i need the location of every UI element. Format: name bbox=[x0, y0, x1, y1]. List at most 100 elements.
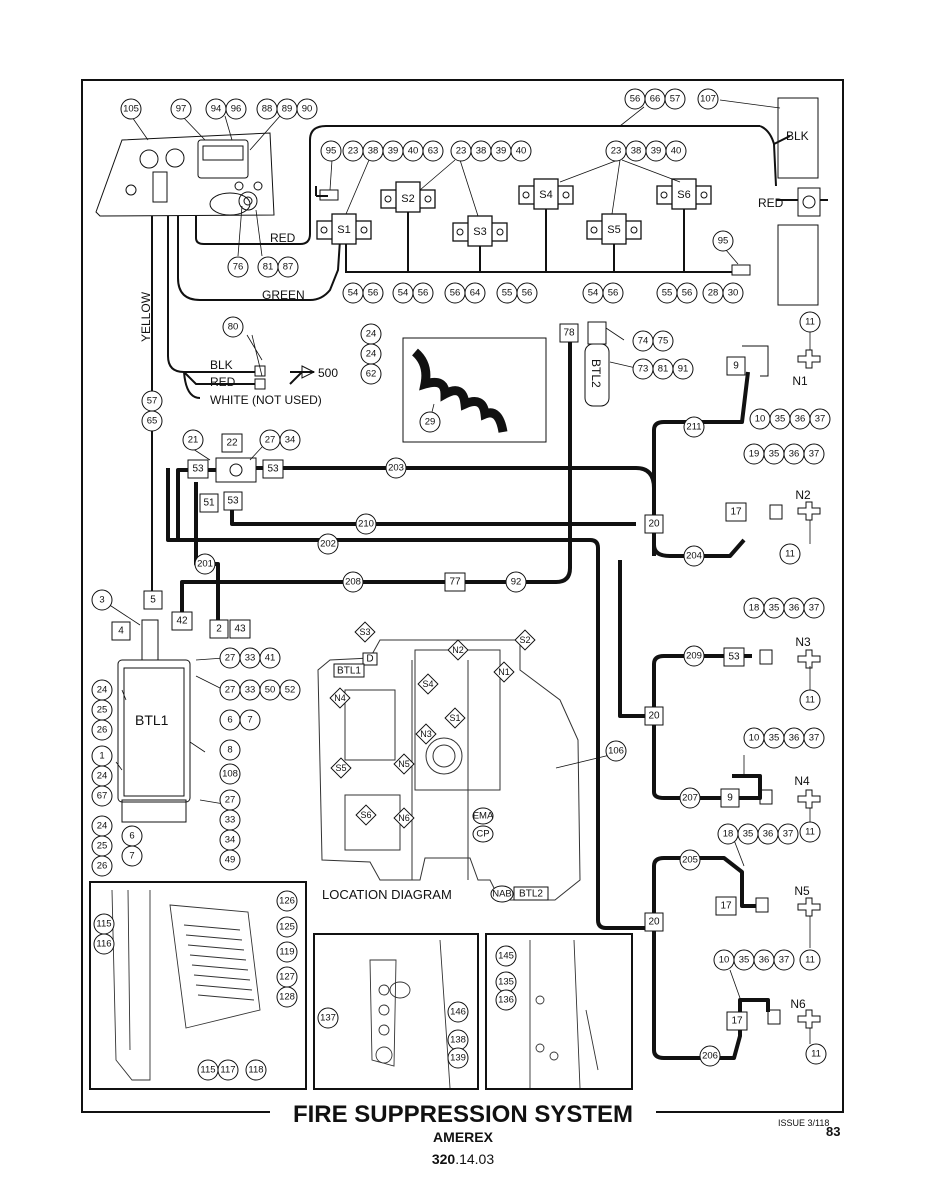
red-wire bbox=[195, 125, 760, 245]
location-diagram-title: LOCATION DIAGRAM bbox=[322, 887, 452, 902]
svg-text:95: 95 bbox=[326, 146, 337, 157]
callout-209: 209 bbox=[683, 645, 705, 667]
svg-text:205: 205 bbox=[682, 855, 698, 866]
loc-ema: EMA bbox=[473, 811, 494, 822]
nozzle-n4-label: N4 bbox=[794, 774, 810, 788]
svg-text:38: 38 bbox=[631, 146, 642, 157]
callout-63: 63 bbox=[422, 140, 444, 162]
callout-115a: 115 bbox=[93, 913, 115, 935]
svg-text:23: 23 bbox=[611, 146, 622, 157]
callout-80: 80 bbox=[222, 316, 244, 338]
callout-54a: 54 bbox=[342, 282, 364, 304]
svg-text:119: 119 bbox=[279, 947, 294, 958]
box-17b: 17 bbox=[720, 901, 732, 912]
callout-11b: 11 bbox=[779, 543, 801, 565]
hose-206 bbox=[652, 928, 770, 1060]
callout-25a: 25 bbox=[91, 699, 113, 721]
hose-209 bbox=[618, 560, 752, 718]
callout-62: 62 bbox=[360, 363, 382, 385]
svg-text:206: 206 bbox=[702, 1051, 718, 1062]
svg-text:11: 11 bbox=[805, 955, 815, 966]
svg-text:27: 27 bbox=[265, 435, 276, 446]
callout-96: 96 bbox=[225, 98, 247, 120]
callout-89: 89 bbox=[276, 98, 298, 120]
nozzle-hose-inset bbox=[402, 337, 547, 443]
switch-s6-label: S6 bbox=[677, 189, 690, 201]
callout-202: 202 bbox=[317, 533, 339, 555]
leader-lines bbox=[101, 99, 811, 1044]
callout-40a: 40 bbox=[402, 140, 424, 162]
svg-text:25: 25 bbox=[97, 705, 108, 716]
svg-text:50: 50 bbox=[265, 685, 276, 696]
svg-text:S3: S3 bbox=[359, 627, 370, 637]
callout-117: 117 bbox=[217, 1059, 239, 1081]
callout-18a: 18 bbox=[743, 597, 765, 619]
svg-text:56: 56 bbox=[450, 288, 461, 299]
callout-128: 128 bbox=[276, 986, 298, 1008]
svg-text:11: 11 bbox=[805, 317, 815, 328]
callout-26a: 26 bbox=[91, 719, 113, 741]
callout-90: 90 bbox=[296, 98, 318, 120]
svg-text:74: 74 bbox=[638, 336, 649, 347]
callout-27d: 27 bbox=[219, 789, 241, 811]
hose-205 bbox=[640, 856, 756, 930]
callout-36f: 36 bbox=[753, 949, 775, 971]
svg-text:25: 25 bbox=[97, 841, 108, 852]
btl1-cylinder: BTL1 bbox=[117, 619, 191, 823]
svg-text:19: 19 bbox=[749, 449, 760, 460]
callout-116: 116 bbox=[93, 933, 115, 955]
svg-text:10: 10 bbox=[755, 414, 766, 425]
callout-24d: 24 bbox=[91, 765, 113, 787]
loc-s4: S4 bbox=[417, 673, 439, 695]
svg-text:40: 40 bbox=[408, 146, 419, 157]
green-wire bbox=[177, 216, 341, 301]
box-53c: 53 bbox=[227, 496, 239, 507]
svg-text:108: 108 bbox=[222, 769, 238, 780]
svg-text:6: 6 bbox=[129, 831, 134, 842]
connector-95b bbox=[731, 264, 751, 276]
svg-text:18: 18 bbox=[749, 603, 760, 614]
btl2-cylinder: BTL2 bbox=[584, 321, 610, 407]
nozzle-group: N1 N2 N3 N4 N5 N6 bbox=[742, 345, 821, 1029]
callout-33c: 33 bbox=[219, 809, 241, 831]
callout-145: 145 bbox=[495, 945, 517, 967]
svg-text:65: 65 bbox=[147, 416, 158, 427]
callout-205: 205 bbox=[679, 849, 701, 871]
callout-40b: 40 bbox=[510, 140, 532, 162]
issue-label: ISSUE 3/118 bbox=[778, 1118, 829, 1128]
connector-95a bbox=[319, 189, 339, 201]
loc-s6: S6 bbox=[355, 804, 377, 826]
btl1-label: BTL1 bbox=[135, 712, 169, 728]
box-20a: 20 bbox=[648, 519, 660, 530]
svg-text:75: 75 bbox=[658, 336, 669, 347]
callout-203: 203 bbox=[385, 457, 407, 479]
harness-wire bbox=[167, 216, 314, 399]
svg-text:137: 137 bbox=[320, 1013, 336, 1024]
svg-text:210: 210 bbox=[358, 519, 374, 530]
svg-text:64: 64 bbox=[470, 288, 481, 299]
box-labels: 9 22 53 53 51 53 20 17 77 5 4 42 2 43 53… bbox=[111, 323, 748, 1031]
svg-text:36: 36 bbox=[763, 829, 774, 840]
callout-23a: 23 bbox=[342, 140, 364, 162]
valve-block bbox=[215, 457, 257, 483]
svg-text:29: 29 bbox=[425, 417, 436, 428]
svg-text:136: 136 bbox=[498, 995, 514, 1006]
svg-text:37: 37 bbox=[779, 955, 790, 966]
callout-3: 3 bbox=[91, 589, 113, 611]
svg-text:26: 26 bbox=[97, 861, 108, 872]
callout-55a: 55 bbox=[496, 282, 518, 304]
svg-text:107: 107 bbox=[700, 94, 716, 105]
switch-s1-label: S1 bbox=[337, 224, 350, 236]
svg-text:34: 34 bbox=[285, 435, 296, 446]
batteries: BLK RED bbox=[758, 97, 828, 306]
box-9b: 9 bbox=[727, 793, 733, 804]
callout-11c: 11 bbox=[799, 689, 821, 711]
svg-text:21: 21 bbox=[188, 435, 199, 446]
callout-35f: 35 bbox=[733, 949, 755, 971]
svg-text:127: 127 bbox=[279, 972, 295, 983]
svg-text:55: 55 bbox=[662, 288, 673, 299]
svg-text:56: 56 bbox=[630, 94, 641, 105]
svg-text:88: 88 bbox=[262, 104, 273, 115]
svg-text:24: 24 bbox=[97, 685, 108, 696]
